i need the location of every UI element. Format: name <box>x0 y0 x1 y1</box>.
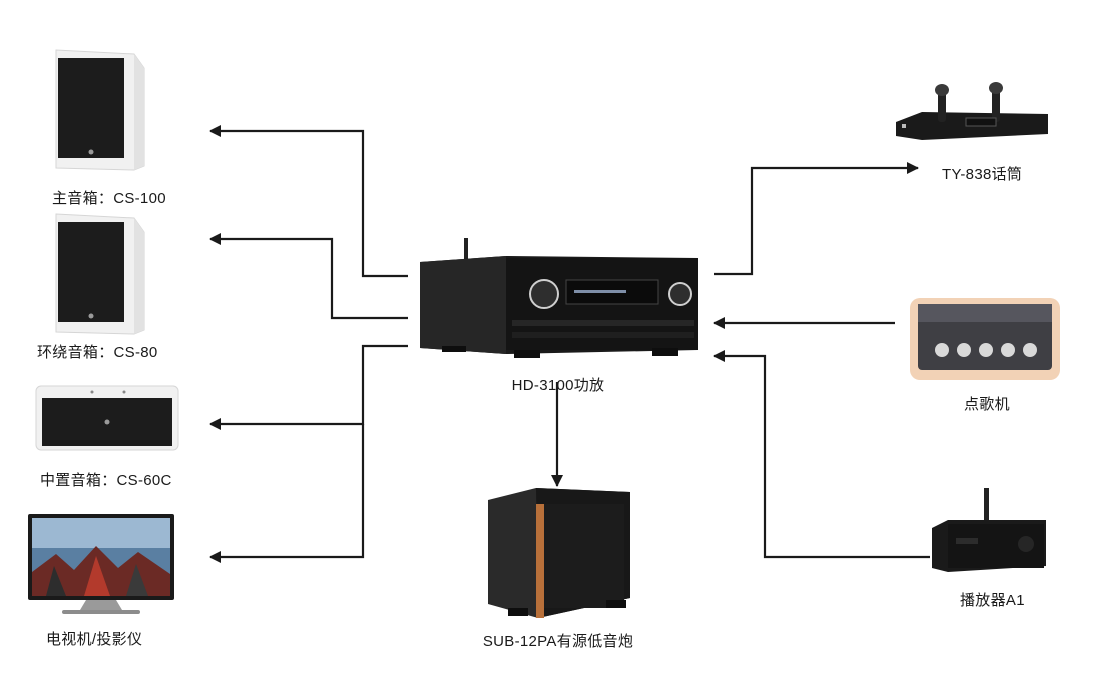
arrow-to-tv-projector <box>209 424 365 563</box>
center-speaker-label: 中置音箱：CS-60C <box>40 472 172 489</box>
tv-image <box>28 514 174 614</box>
media-player-image <box>932 488 1046 572</box>
amplifier-image <box>420 238 698 358</box>
arrow-from-media-player <box>713 350 930 559</box>
surround-speaker-label: 环绕音箱：CS-80 <box>37 344 158 361</box>
arrow-to-microphone <box>714 162 919 276</box>
arrow-to-main-speaker <box>209 125 408 278</box>
song-player-label: 点歌机 <box>964 396 1010 413</box>
song-player-image <box>910 298 1060 380</box>
amplifier-label: HD-3100功放 <box>511 377 605 394</box>
surround-speaker-image <box>55 213 145 335</box>
microphone-receiver-image <box>896 82 1048 140</box>
subwoofer-image <box>488 488 630 618</box>
microphone-label: TY-838话筒 <box>942 166 1023 183</box>
center-speaker-image <box>35 385 179 451</box>
main-speaker-image <box>55 49 145 171</box>
arrow-to-surround-speaker <box>209 233 408 320</box>
subwoofer-label: SUB-12PA有源低音炮 <box>482 633 634 650</box>
tv-projector-label: 电视机/投影仪 <box>46 631 143 648</box>
main-speaker-label: 主音箱：CS-100 <box>52 190 166 207</box>
arrow-to-center-speaker <box>209 344 408 430</box>
media-player-label: 播放器A1 <box>960 592 1025 609</box>
